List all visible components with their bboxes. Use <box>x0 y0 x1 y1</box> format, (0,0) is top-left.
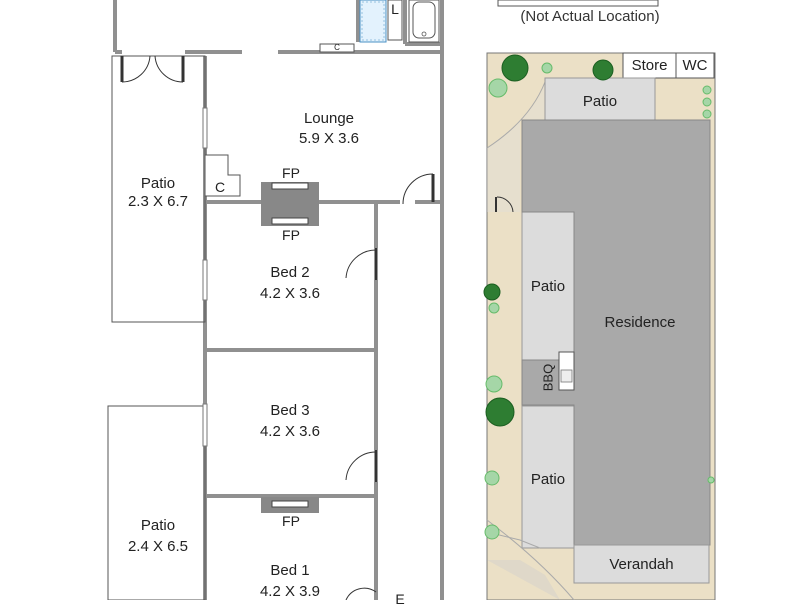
wc-label: WC <box>682 57 708 74</box>
store-label: Store <box>631 57 668 74</box>
bed2-name: Bed 2 <box>270 264 310 281</box>
windows <box>202 107 208 447</box>
patio-mid-label: Patio <box>530 278 566 295</box>
patio-top-label: Patio <box>582 93 618 110</box>
bed3-name: Bed 3 <box>270 402 310 419</box>
lounge-name: Lounge <box>303 110 355 127</box>
residence-block <box>521 119 711 546</box>
patio-lower-dims: 2.4 X 6.5 <box>127 538 189 555</box>
wc-box <box>675 52 715 79</box>
patio-low-label: Patio <box>530 471 566 488</box>
patio-upper-dims: 2.3 X 6.7 <box>127 193 189 210</box>
patio-top-box <box>544 77 656 121</box>
partial-label: E <box>395 591 405 607</box>
shrubs <box>484 62 715 540</box>
patio-lower-name: Patio <box>140 517 176 534</box>
cupboard-small-label: C <box>334 43 340 52</box>
lounge-cupboard <box>204 154 241 197</box>
bed1-name: Bed 1 <box>270 562 310 579</box>
fireplace-label-bed1: FP <box>282 513 300 529</box>
patio-mid-box <box>521 211 575 361</box>
patio-upper-name: Patio <box>140 175 176 192</box>
bbq-label: BBQ <box>540 363 556 392</box>
bathroom-fixtures <box>359 0 440 43</box>
french-doors <box>120 55 185 83</box>
linen-label: L <box>391 1 399 17</box>
verandah-box <box>573 544 710 584</box>
residence-label: Residence <box>604 314 676 331</box>
bed3-dims: 4.2 X 3.6 <box>259 423 321 440</box>
garden-path <box>487 80 545 212</box>
fireplaces <box>261 182 319 513</box>
not-actual-box <box>497 0 659 7</box>
cupboard-top <box>319 43 355 53</box>
trees <box>483 54 614 427</box>
doors <box>345 173 435 600</box>
not-actual-location-note: (Not Actual Location) <box>520 8 660 25</box>
fireplace-label-bed2: FP <box>282 227 300 243</box>
verandah-label: Verandah <box>609 556 674 573</box>
bed2-dims: 4.2 X 3.6 <box>259 285 321 302</box>
cupboard-label: C <box>214 179 226 195</box>
fireplace-label-lounge: FP <box>282 165 300 181</box>
lounge-dims: 5.9 X 3.6 <box>298 130 360 147</box>
patio-lower-outline <box>107 405 206 600</box>
patio-low-box <box>521 405 575 549</box>
bed1-dims: 4.2 X 3.9 <box>259 583 321 600</box>
